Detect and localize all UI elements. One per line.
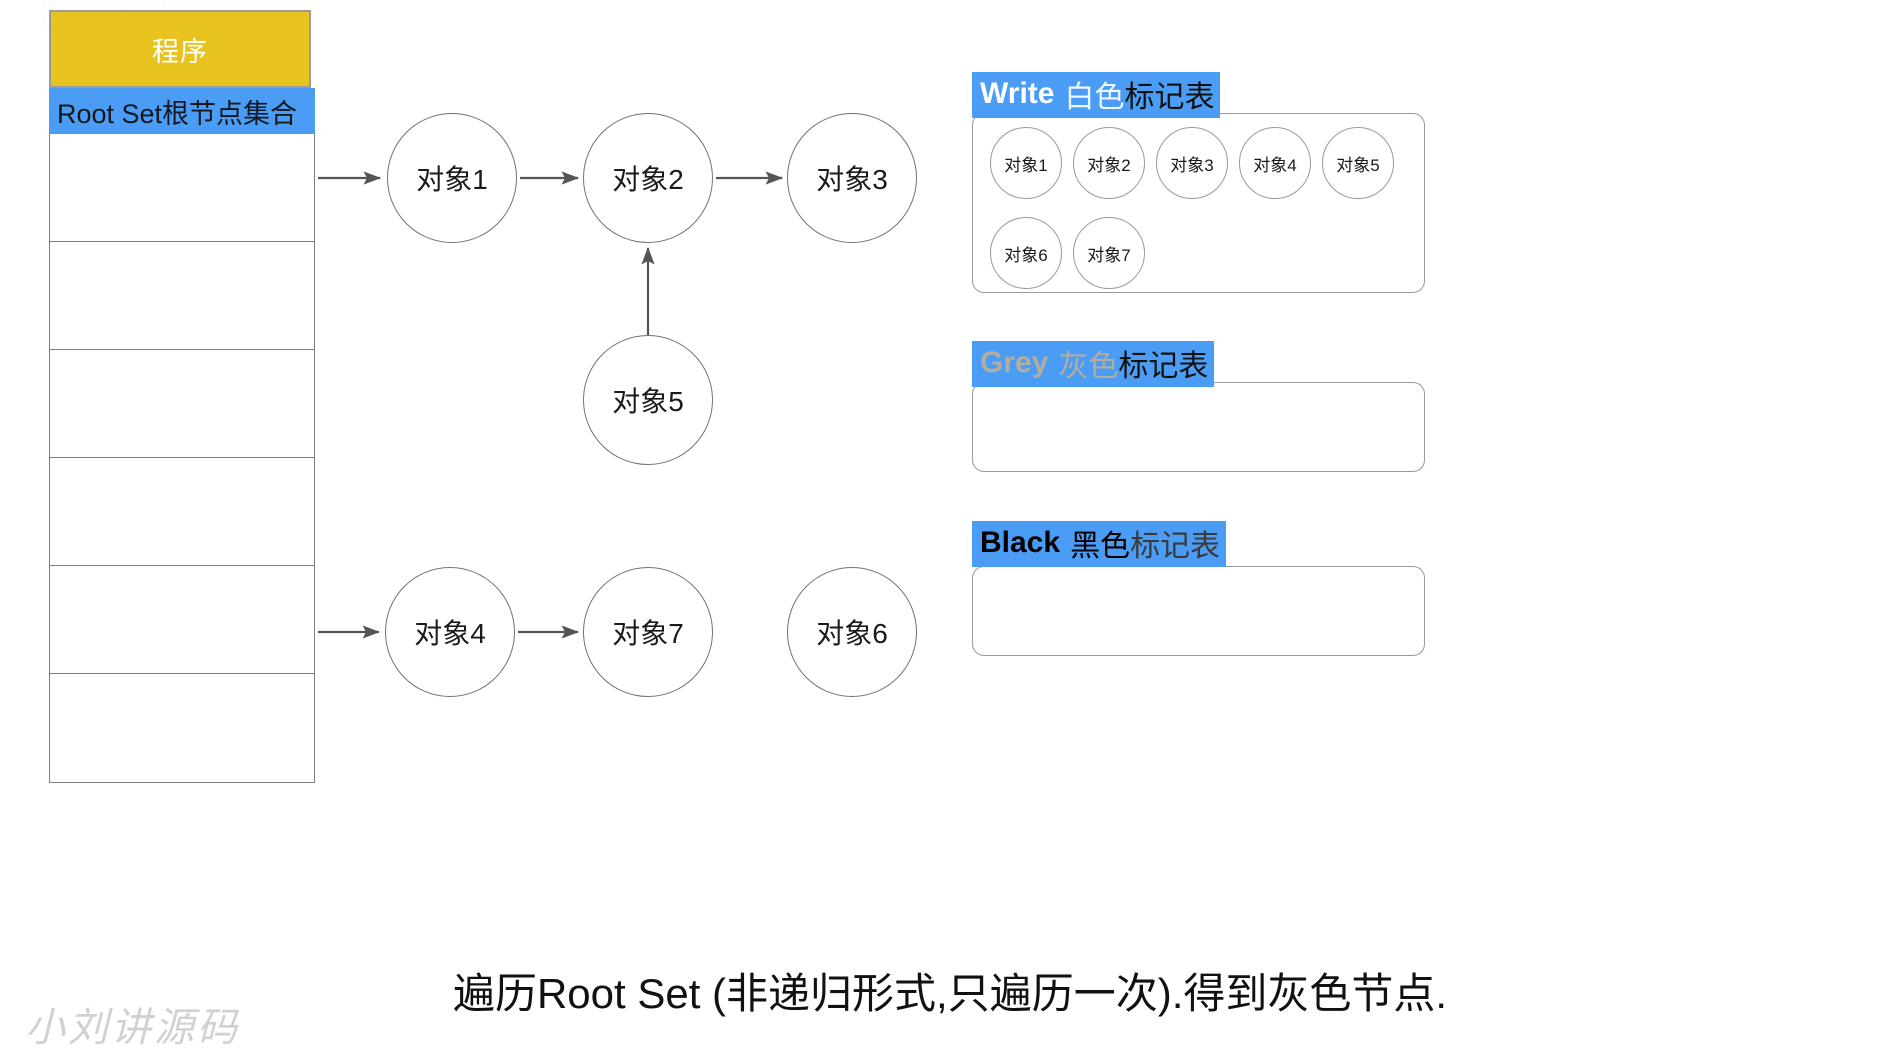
grey-mark-title-color: 灰色 <box>1058 350 1119 383</box>
graph-node-object1[interactable]: 对象1 <box>387 113 517 243</box>
chip-label: 对象5 <box>1336 155 1380 175</box>
graph-node-object5[interactable]: 对象5 <box>583 335 713 465</box>
graph-node-object7[interactable]: 对象7 <box>583 567 713 697</box>
chip-label: 对象1 <box>1004 155 1048 175</box>
chip-label: 对象6 <box>1004 245 1048 265</box>
node-label: 对象4 <box>414 618 486 649</box>
graph-node-object3[interactable]: 对象3 <box>787 113 917 243</box>
graph-node-object2[interactable]: 对象2 <box>583 113 713 243</box>
chip-label: 对象2 <box>1087 155 1131 175</box>
root-set-row <box>50 350 314 458</box>
caption-text: 遍历Root Set (非递归形式,只遍历一次).得到灰色节点. <box>452 970 1448 1017</box>
white-mark-title-rest: 标记表 <box>1124 81 1215 114</box>
white-mark-chip[interactable]: 对象6 <box>990 217 1062 289</box>
root-set-row <box>50 458 314 566</box>
white-mark-chip[interactable]: 对象3 <box>1156 127 1228 199</box>
program-box: 程序 <box>49 10 311 88</box>
grey-mark-title-rest: 标记表 <box>1118 350 1209 383</box>
white-mark-chip[interactable]: 对象5 <box>1322 127 1394 199</box>
black-mark-title-rest: 标记表 <box>1130 530 1221 563</box>
node-label: 对象2 <box>612 164 684 195</box>
white-mark-chip[interactable]: 对象1 <box>990 127 1062 199</box>
node-label: 对象1 <box>416 164 488 195</box>
grey-mark-title: Grey 灰色 标记表 <box>972 341 1215 387</box>
black-mark-title-color: 黑色 <box>1070 530 1131 563</box>
grey-mark-panel <box>972 382 1425 472</box>
node-label: 对象6 <box>816 618 888 649</box>
root-set-table <box>49 88 315 783</box>
node-label: 对象7 <box>612 618 684 649</box>
program-label: 程序 <box>152 36 208 67</box>
white-mark-chip[interactable]: 对象4 <box>1239 127 1311 199</box>
root-set-row <box>50 134 314 242</box>
white-mark-chip[interactable]: 对象7 <box>1073 217 1145 289</box>
root-set-row <box>50 674 314 782</box>
chip-label: 对象7 <box>1087 245 1131 265</box>
node-label: 对象5 <box>612 386 684 417</box>
node-label: 对象3 <box>816 164 888 195</box>
graph-node-object6[interactable]: 对象6 <box>787 567 917 697</box>
white-mark-title: Write 白色 标记表 <box>972 72 1221 118</box>
white-mark-title-en: Write <box>980 77 1055 110</box>
chip-label: 对象3 <box>1170 155 1214 175</box>
root-set-row <box>50 566 314 674</box>
black-mark-title-en: Black <box>980 526 1061 559</box>
chip-label: 对象4 <box>1253 155 1297 175</box>
root-set-header: Root Set根节点集合 <box>49 88 315 134</box>
graph-node-object4[interactable]: 对象4 <box>385 567 515 697</box>
black-mark-panel <box>972 566 1425 656</box>
white-mark-chip[interactable]: 对象2 <box>1073 127 1145 199</box>
grey-mark-title-en: Grey <box>980 346 1049 379</box>
root-set-row <box>50 242 314 350</box>
white-mark-title-color: 白色 <box>1064 81 1125 114</box>
black-mark-title: Black 黑色 标记表 <box>972 521 1227 567</box>
